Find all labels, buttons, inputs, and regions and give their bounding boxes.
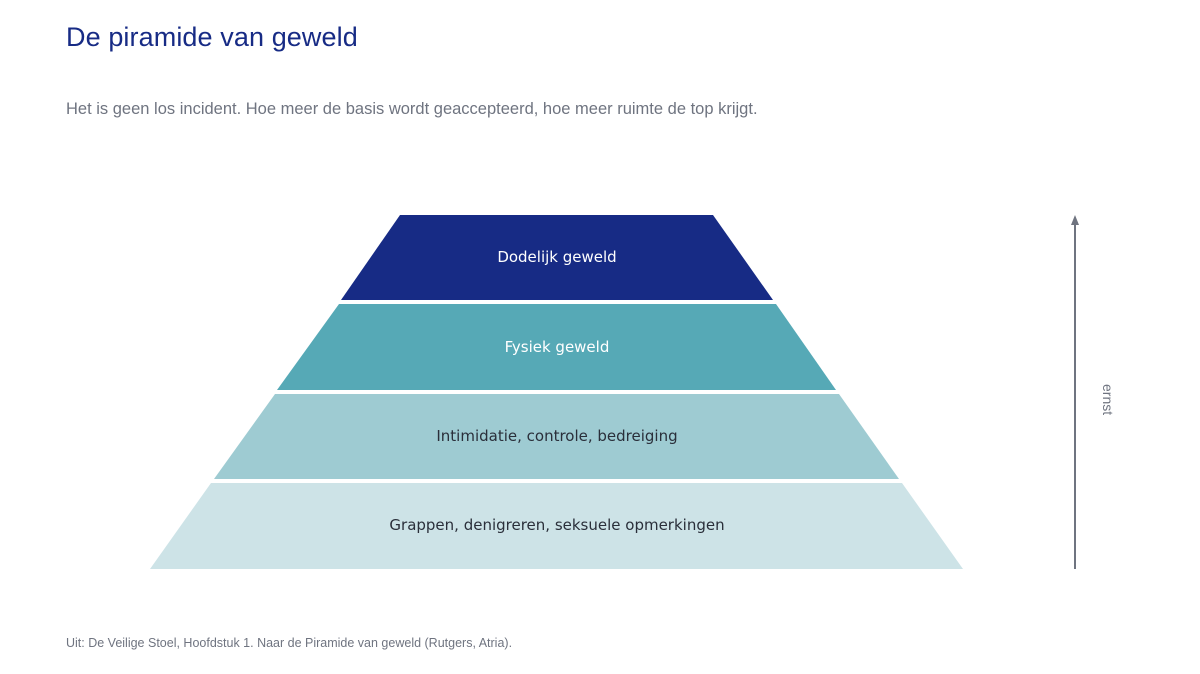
source-footnote: Uit: De Veilige Stoel, Hoofdstuk 1. Naar…: [66, 636, 513, 650]
severity-axis-label: ernst: [1100, 384, 1116, 416]
pyramid-layer-base-label: Grappen, denigreren, seksuele opmerkinge…: [389, 516, 724, 534]
pyramid-layer-second-shape: [277, 304, 836, 390]
pyramid-layer-third: Intimidatie, controle, bedreiging: [214, 394, 899, 479]
pyramid-layer-top: Dodelijk geweld: [341, 215, 773, 300]
pyramid-layer-base: Grappen, denigreren, seksuele opmerkinge…: [150, 483, 963, 569]
pyramid-layer-top-shape: [341, 215, 773, 300]
pyramid-layer-top-label: Dodelijk geweld: [497, 248, 616, 266]
pyramid-layer-third-label: Intimidatie, controle, bedreiging: [436, 427, 677, 445]
pyramid-layer-third-shape: [214, 394, 899, 479]
pyramid-layer-second-label: Fysiek geweld: [505, 338, 610, 356]
pyramid-layer-second: Fysiek geweld: [277, 304, 836, 390]
page-subtitle: Het is geen los incident. Hoe meer de ba…: [66, 100, 758, 118]
pyramid-layer-base-shape: [150, 483, 963, 569]
page-title: De piramide van geweld: [66, 22, 358, 52]
arrow-up-icon: [1071, 215, 1079, 225]
severity-axis: [1071, 215, 1079, 569]
